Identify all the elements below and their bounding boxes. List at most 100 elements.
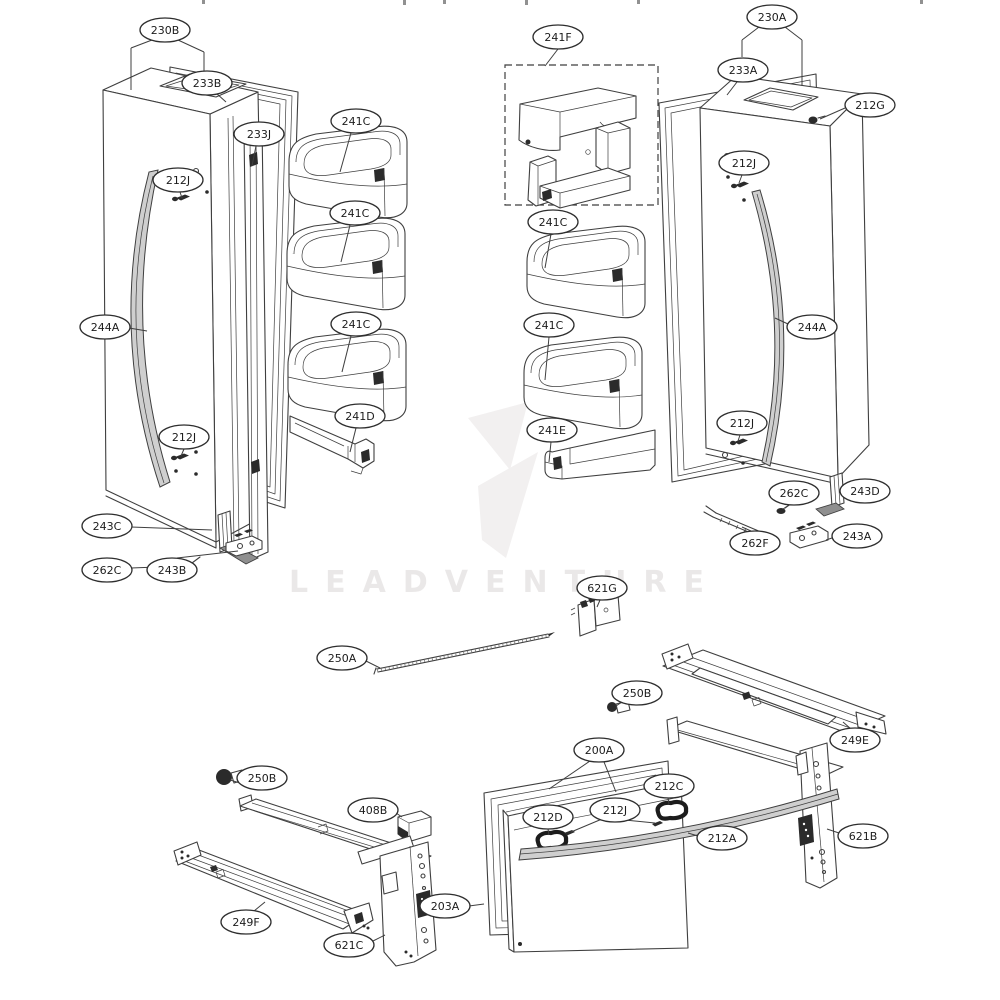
part-label-text: 621B bbox=[849, 830, 878, 843]
watermark-text: LEADVENTURE bbox=[289, 565, 721, 600]
part-label-oval bbox=[220, 909, 272, 935]
part-label-oval bbox=[81, 557, 133, 583]
watermark: LEADVENTURE bbox=[289, 402, 721, 600]
part-callout-243D: 243D bbox=[839, 478, 891, 504]
part-callout-241C-R1: 241C bbox=[527, 209, 579, 269]
part-label-oval bbox=[844, 92, 896, 118]
left-door-handle bbox=[130, 169, 171, 488]
part-callout-212J-L2: 212J bbox=[158, 424, 210, 457]
part-label-text: 249F bbox=[232, 916, 259, 929]
part-label-text: 244A bbox=[91, 321, 120, 334]
bracket-621B bbox=[795, 742, 838, 889]
part-callout-212J-L1: 212J bbox=[152, 167, 204, 199]
part-callout-212J-R2: 212J bbox=[716, 410, 768, 442]
part-label-text: 241D bbox=[345, 410, 374, 423]
part-callout-408B: 408B bbox=[347, 797, 403, 823]
part-label-text: 241C bbox=[535, 319, 564, 332]
center-pillar bbox=[243, 123, 269, 561]
part-callout-262C-L: 262C bbox=[81, 557, 185, 583]
part-callout-621G: 621G bbox=[576, 575, 628, 608]
part-label-oval bbox=[527, 209, 579, 235]
part-label-text: 262F bbox=[741, 537, 768, 550]
door-top-recess-right bbox=[743, 87, 819, 111]
part-label-oval bbox=[334, 403, 386, 429]
part-label-oval bbox=[347, 797, 399, 823]
damper-408B bbox=[397, 810, 432, 843]
wine-holder-kit-241F bbox=[504, 64, 659, 209]
part-callout-230B: 230B bbox=[130, 17, 205, 90]
part-label-oval bbox=[786, 314, 838, 340]
part-label-oval bbox=[152, 167, 204, 193]
part-label-text: 243A bbox=[843, 530, 872, 543]
cropped-top-text bbox=[202, 0, 923, 5]
part-callout-212J-R1: 212J bbox=[718, 150, 770, 184]
right-door-handle bbox=[751, 189, 785, 467]
part-label-oval bbox=[717, 57, 769, 83]
part-label-oval bbox=[316, 645, 368, 671]
part-callout-250B-L: 250B bbox=[229, 765, 288, 791]
right-door-bins bbox=[523, 225, 656, 480]
part-callout-233J: 233J bbox=[233, 121, 285, 167]
part-label-text: 249E bbox=[841, 734, 869, 747]
part-label-text: 230B bbox=[151, 24, 180, 37]
part-label-text: 212J bbox=[172, 431, 196, 444]
part-label-oval bbox=[696, 825, 748, 851]
part-callout-621B: 621B bbox=[826, 823, 889, 849]
part-label-text: 212C bbox=[655, 780, 684, 793]
part-label-oval bbox=[419, 893, 471, 919]
part-label-oval bbox=[576, 575, 628, 601]
part-label-text: 241F bbox=[544, 31, 571, 44]
part-label-text: 200A bbox=[585, 744, 614, 757]
right-rail-assembly bbox=[607, 643, 887, 889]
part-callout-621C: 621C bbox=[323, 932, 386, 958]
part-label-oval bbox=[768, 480, 820, 506]
part-label-text: 203A bbox=[431, 900, 460, 913]
part-label-oval bbox=[329, 200, 381, 226]
right-door-assembly bbox=[658, 73, 870, 549]
part-label-text: 262C bbox=[780, 487, 809, 500]
part-callout-241C-R2: 241C bbox=[523, 312, 575, 381]
part-label-text: 241C bbox=[539, 216, 568, 229]
part-callout-212D: 212D bbox=[522, 804, 574, 836]
part-label-oval bbox=[181, 70, 233, 96]
part-label-text: 233B bbox=[193, 77, 222, 90]
part-label-oval bbox=[829, 727, 881, 753]
part-label-text: 233A bbox=[729, 64, 758, 77]
holder-piece-lower bbox=[527, 121, 631, 209]
part-label-oval bbox=[746, 4, 798, 30]
part-callout-243C: 243C bbox=[81, 513, 213, 539]
left-door-screws bbox=[171, 167, 209, 476]
part-label-oval bbox=[522, 804, 574, 830]
part-label-text: 241C bbox=[341, 207, 370, 220]
part-callout-244A-R: 244A bbox=[774, 314, 838, 340]
part-label-text: 212J bbox=[732, 157, 756, 170]
part-callout-203A: 203A bbox=[419, 893, 485, 919]
part-label-text: 243C bbox=[93, 520, 122, 533]
part-label-text: 621C bbox=[335, 939, 364, 952]
part-callout-241C-L3: 241C bbox=[330, 311, 382, 373]
right-door-screws bbox=[721, 115, 826, 465]
part-callout-243A: 243A bbox=[825, 523, 883, 549]
part-callout-250B-R: 250B bbox=[611, 680, 663, 707]
part-label-oval bbox=[79, 314, 131, 340]
part-label-text: 212D bbox=[533, 811, 562, 824]
part-callout-233B: 233B bbox=[181, 70, 233, 103]
door-bin-241C-2 bbox=[286, 217, 406, 311]
part-callout-200A: 200A bbox=[548, 737, 625, 793]
part-label-text: 212J bbox=[603, 804, 627, 817]
part-label-text: 241C bbox=[342, 318, 371, 331]
part-label-text: 243B bbox=[158, 564, 187, 577]
part-label-text: 250B bbox=[248, 772, 277, 785]
part-label-oval bbox=[573, 737, 625, 763]
part-label-oval bbox=[611, 680, 663, 706]
rod-250A bbox=[373, 632, 555, 675]
part-label-text: 250B bbox=[623, 687, 652, 700]
part-label-oval bbox=[716, 410, 768, 436]
part-label-oval bbox=[330, 108, 382, 134]
part-callouts: 230B 233B 233J 212J 241C 241C 241C 241D 244A 212J… bbox=[79, 4, 896, 958]
part-label-text: 250A bbox=[328, 652, 357, 665]
part-label-text: 262C bbox=[93, 564, 122, 577]
part-label-oval bbox=[158, 424, 210, 450]
